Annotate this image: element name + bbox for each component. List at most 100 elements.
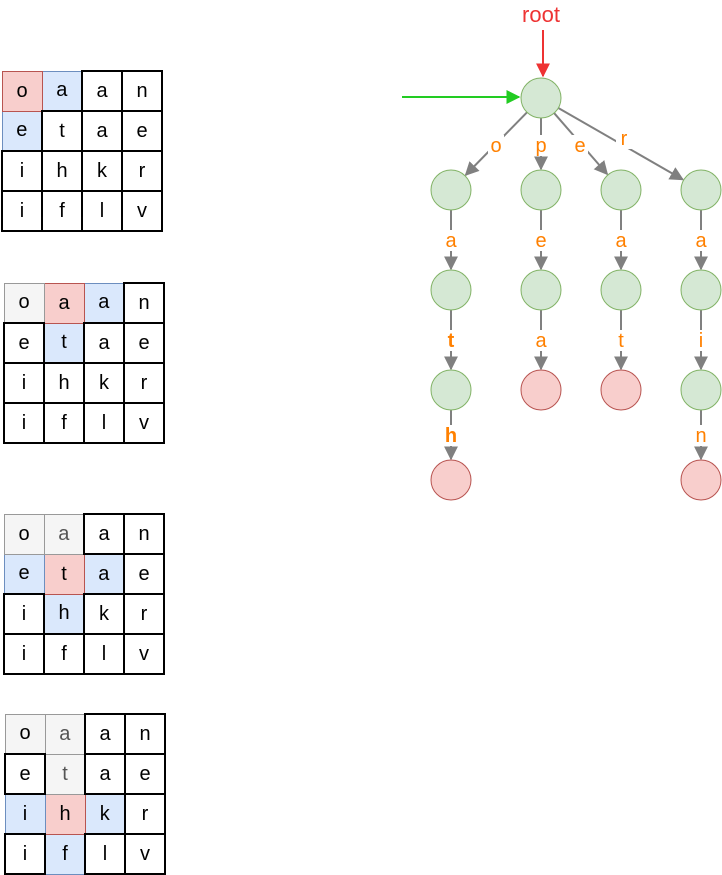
grid-cell: e <box>3 322 45 364</box>
grid-cell: o <box>4 713 46 755</box>
trie-edge-label-background <box>613 330 629 351</box>
trie-leaf-node <box>430 459 472 501</box>
trie-edge-label-background <box>488 135 504 156</box>
trie-node <box>520 169 562 211</box>
trie-edge-label-background <box>443 330 459 351</box>
grid-cell: f <box>43 402 85 444</box>
grid-cell: a <box>81 70 123 112</box>
trie-node <box>600 169 642 211</box>
grid-cell: l <box>81 190 123 232</box>
grid-cell: a <box>84 713 126 755</box>
trie-edge-label-background <box>693 425 709 446</box>
trie-edge-label-background <box>616 128 632 149</box>
grid-cell: a <box>83 282 125 324</box>
grid-cell: n <box>124 713 166 755</box>
grid-cell: k <box>83 362 125 404</box>
grid-cell: h <box>44 793 86 835</box>
grid-cell: t <box>43 553 85 595</box>
grid-cell: e <box>121 110 163 152</box>
grid-cell: t <box>41 110 83 152</box>
grid-cell: a <box>44 713 86 755</box>
trie-edge-label: a <box>535 330 547 352</box>
grid-cell: i <box>3 593 45 635</box>
trie-edge-label: i <box>699 330 703 352</box>
grid-cell: a <box>83 513 125 555</box>
grid-cell: i <box>3 362 45 404</box>
grid-cell: r <box>123 362 165 404</box>
grid-cell: i <box>3 633 45 675</box>
trie-edge-label-background <box>533 230 549 251</box>
trie-edge-label-background <box>613 230 629 251</box>
grid-cell: v <box>124 833 166 875</box>
trie-nodes <box>430 77 722 501</box>
grid-cell: n <box>123 282 165 324</box>
trie-edge-label: a <box>615 230 627 252</box>
trie-node <box>430 369 472 411</box>
grid-cell: l <box>84 833 126 875</box>
trie-leaf-node <box>520 369 562 411</box>
trie-node <box>680 369 722 411</box>
trie-edge-label-background <box>443 230 459 251</box>
grid-cell: f <box>44 833 86 875</box>
trie-edge-label-background <box>533 330 549 351</box>
trie-edge-label: a <box>445 230 457 252</box>
grid-cell: a <box>43 513 85 555</box>
grid-cell: e <box>1 110 43 152</box>
trie-leaf-node <box>600 369 642 411</box>
trie-node <box>430 269 472 311</box>
trie-edge-label: e <box>535 230 546 252</box>
trie-edge-label: t <box>448 330 455 352</box>
trie-root-node <box>520 77 562 119</box>
grid-cell: a <box>81 110 123 152</box>
grid-cell: h <box>41 150 83 192</box>
trie-leaf-node <box>680 459 722 501</box>
grid-cell: r <box>121 150 163 192</box>
grid-cell: e <box>4 753 46 795</box>
trie-edge-label: e <box>574 135 585 157</box>
grid-cell: i <box>1 150 43 192</box>
grid-cell: e <box>123 553 165 595</box>
trie-edge-label: h <box>445 425 457 447</box>
trie-edge-label: n <box>695 425 706 447</box>
grid-cell: a <box>83 553 125 595</box>
grid-cell: k <box>81 150 123 192</box>
trie-edge-label: o <box>490 135 501 157</box>
grid-cell: v <box>123 633 165 675</box>
trie-edge-label-background <box>533 135 549 156</box>
grid-cell: o <box>1 70 43 112</box>
grid-cell: h <box>43 362 85 404</box>
trie-edges <box>444 107 708 461</box>
grid-cell: i <box>3 402 45 444</box>
grid-cell: v <box>121 190 163 232</box>
trie-edge-label: a <box>695 230 707 252</box>
root-label: root <box>522 2 560 27</box>
trie-edge-label-background <box>693 330 709 351</box>
grid-cell: r <box>123 593 165 635</box>
grid-cell: o <box>3 513 45 555</box>
trie-edge-label-background <box>572 135 588 156</box>
trie-edge-label: r <box>621 128 628 150</box>
grid-cell: n <box>123 513 165 555</box>
grid-cell: v <box>123 402 165 444</box>
grid-cell: k <box>83 593 125 635</box>
grid-cell: r <box>124 793 166 835</box>
grid-cell: e <box>124 753 166 795</box>
grid-cell: f <box>43 633 85 675</box>
